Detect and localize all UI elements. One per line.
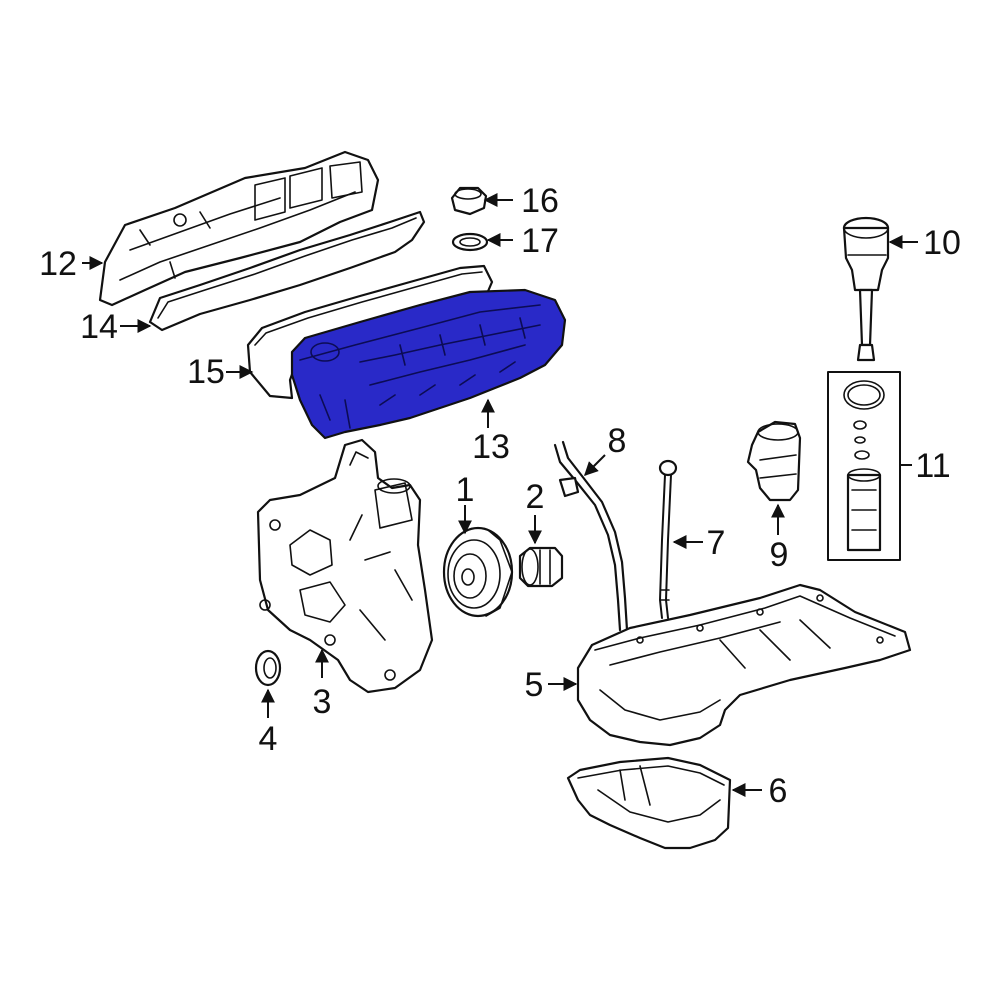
part-16-filler-cap[interactable] bbox=[450, 186, 488, 216]
part-13-valve-cover[interactable] bbox=[290, 288, 567, 440]
callout-9[interactable]: 9 bbox=[770, 536, 789, 574]
part-5-oil-pan[interactable] bbox=[576, 583, 912, 747]
part-2-hub[interactable] bbox=[518, 546, 564, 588]
callout-1[interactable]: 1 bbox=[456, 471, 475, 509]
leader-lines bbox=[82, 193, 918, 797]
callout-12[interactable]: 12 bbox=[39, 245, 77, 283]
part-7-dipstick[interactable] bbox=[658, 459, 678, 619]
callout-6[interactable]: 6 bbox=[769, 772, 788, 810]
part-9-separator[interactable] bbox=[746, 420, 802, 502]
callout-16[interactable]: 16 bbox=[521, 182, 559, 220]
part-17-seal-ring[interactable] bbox=[451, 232, 489, 252]
callout-13[interactable]: 13 bbox=[472, 428, 510, 466]
part-1-pulley[interactable] bbox=[442, 526, 514, 618]
callout-15[interactable]: 15 bbox=[187, 353, 225, 391]
callout-3[interactable]: 3 bbox=[313, 683, 332, 721]
part-10-filter-cap[interactable] bbox=[842, 216, 890, 362]
callout-5[interactable]: 5 bbox=[525, 666, 544, 704]
part-11-filter-kit[interactable] bbox=[827, 371, 901, 561]
callout-10[interactable]: 10 bbox=[923, 224, 961, 262]
part-4-crank-seal[interactable] bbox=[254, 649, 282, 687]
callout-2[interactable]: 2 bbox=[526, 478, 545, 516]
callout-7[interactable]: 7 bbox=[707, 524, 726, 562]
part-8-dipstick-tube[interactable] bbox=[553, 440, 629, 632]
part-14-cover-gasket[interactable] bbox=[148, 210, 426, 332]
part-6-lower-pan[interactable] bbox=[566, 756, 732, 850]
callout-labels: 1 2 3 4 5 6 7 8 9 10 11 12 13 14 15 16 1… bbox=[39, 182, 961, 810]
callout-17[interactable]: 17 bbox=[521, 222, 559, 260]
callout-8[interactable]: 8 bbox=[608, 422, 627, 460]
part-3-timing-cover[interactable] bbox=[256, 438, 434, 694]
callout-11[interactable]: 11 bbox=[915, 447, 950, 485]
callout-14[interactable]: 14 bbox=[80, 308, 118, 346]
callout-4[interactable]: 4 bbox=[259, 720, 278, 758]
part-12-engine-cover[interactable] bbox=[98, 150, 380, 307]
leader-8 bbox=[584, 454, 606, 476]
